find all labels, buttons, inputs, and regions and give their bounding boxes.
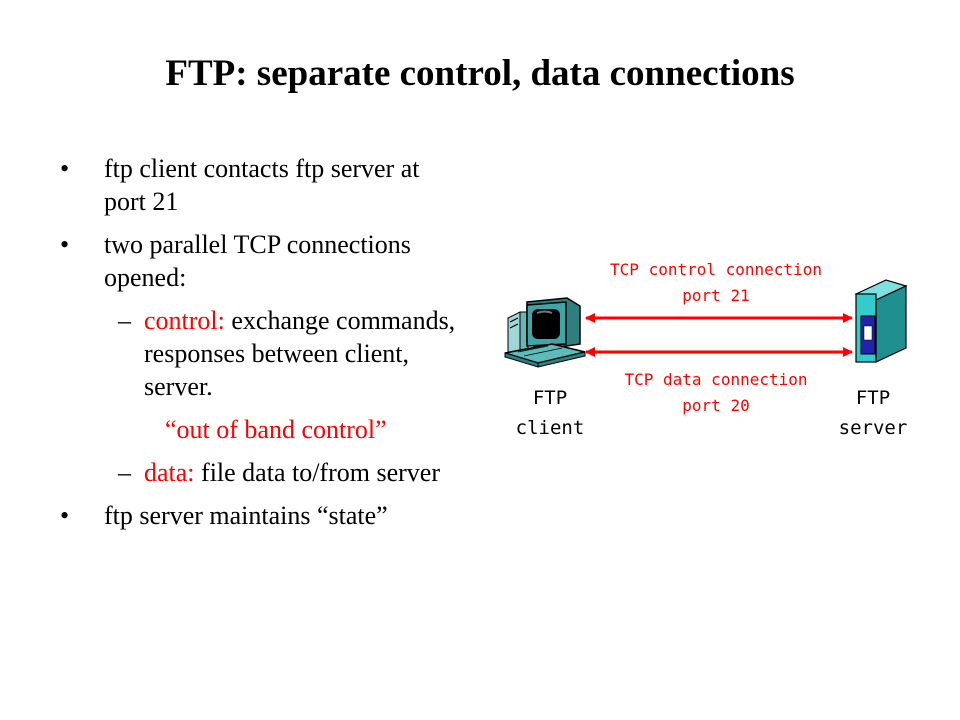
sub-bullet-text: exchange commands, responses between cli… bbox=[144, 306, 456, 401]
slide-title: FTP: separate control, data connections bbox=[165, 53, 795, 94]
bullet-marker: • bbox=[60, 230, 70, 259]
computer-icon bbox=[504, 297, 586, 368]
server-label: FTP server bbox=[823, 383, 923, 443]
server-icon bbox=[854, 279, 908, 363]
data-label-line2: port 20 bbox=[682, 396, 750, 415]
bullet-item: • ftp server maintains “state” bbox=[60, 499, 460, 532]
bullet-item: • ftp client contacts ftp server at port… bbox=[60, 152, 460, 218]
quote-line: “out of band control” bbox=[165, 415, 387, 444]
bullet-list: • ftp client contacts ftp server at port… bbox=[60, 152, 460, 542]
sub-bullet-item: – data: file data to/from server bbox=[60, 456, 460, 489]
dash-marker: – bbox=[118, 306, 131, 335]
client-label-line2: client bbox=[515, 417, 585, 439]
client-label-line1: FTP bbox=[532, 387, 568, 409]
bullet-text: ftp server maintains “state” bbox=[104, 501, 388, 530]
server-label-line1: FTP bbox=[855, 387, 891, 409]
bullet-marker: • bbox=[60, 501, 70, 530]
bullet-text: ftp client contacts ftp server at port 2… bbox=[104, 154, 420, 216]
control-connection-label: TCP control connection port 21 bbox=[596, 257, 836, 309]
dash-marker: – bbox=[118, 458, 131, 487]
sub-bullet-text: file data to/from server bbox=[194, 458, 440, 487]
bullet-item: • two parallel TCP connections opened: bbox=[60, 228, 460, 294]
sub-bullet-key: data: bbox=[144, 458, 195, 487]
sub-bullet-item: – control: exchange commands, responses … bbox=[60, 304, 460, 403]
bullet-marker: • bbox=[60, 154, 70, 183]
data-label-line1: TCP data connection bbox=[624, 370, 808, 389]
control-label-line2: port 21 bbox=[682, 286, 750, 305]
data-connection-label: TCP data connection port 20 bbox=[596, 367, 836, 419]
bullet-text: two parallel TCP connections opened: bbox=[104, 230, 411, 292]
sub-bullet-key: control: bbox=[144, 306, 225, 335]
client-label: FTP client bbox=[500, 383, 600, 443]
server-label-line2: server bbox=[838, 417, 908, 439]
control-label-line1: TCP control connection bbox=[610, 260, 822, 279]
